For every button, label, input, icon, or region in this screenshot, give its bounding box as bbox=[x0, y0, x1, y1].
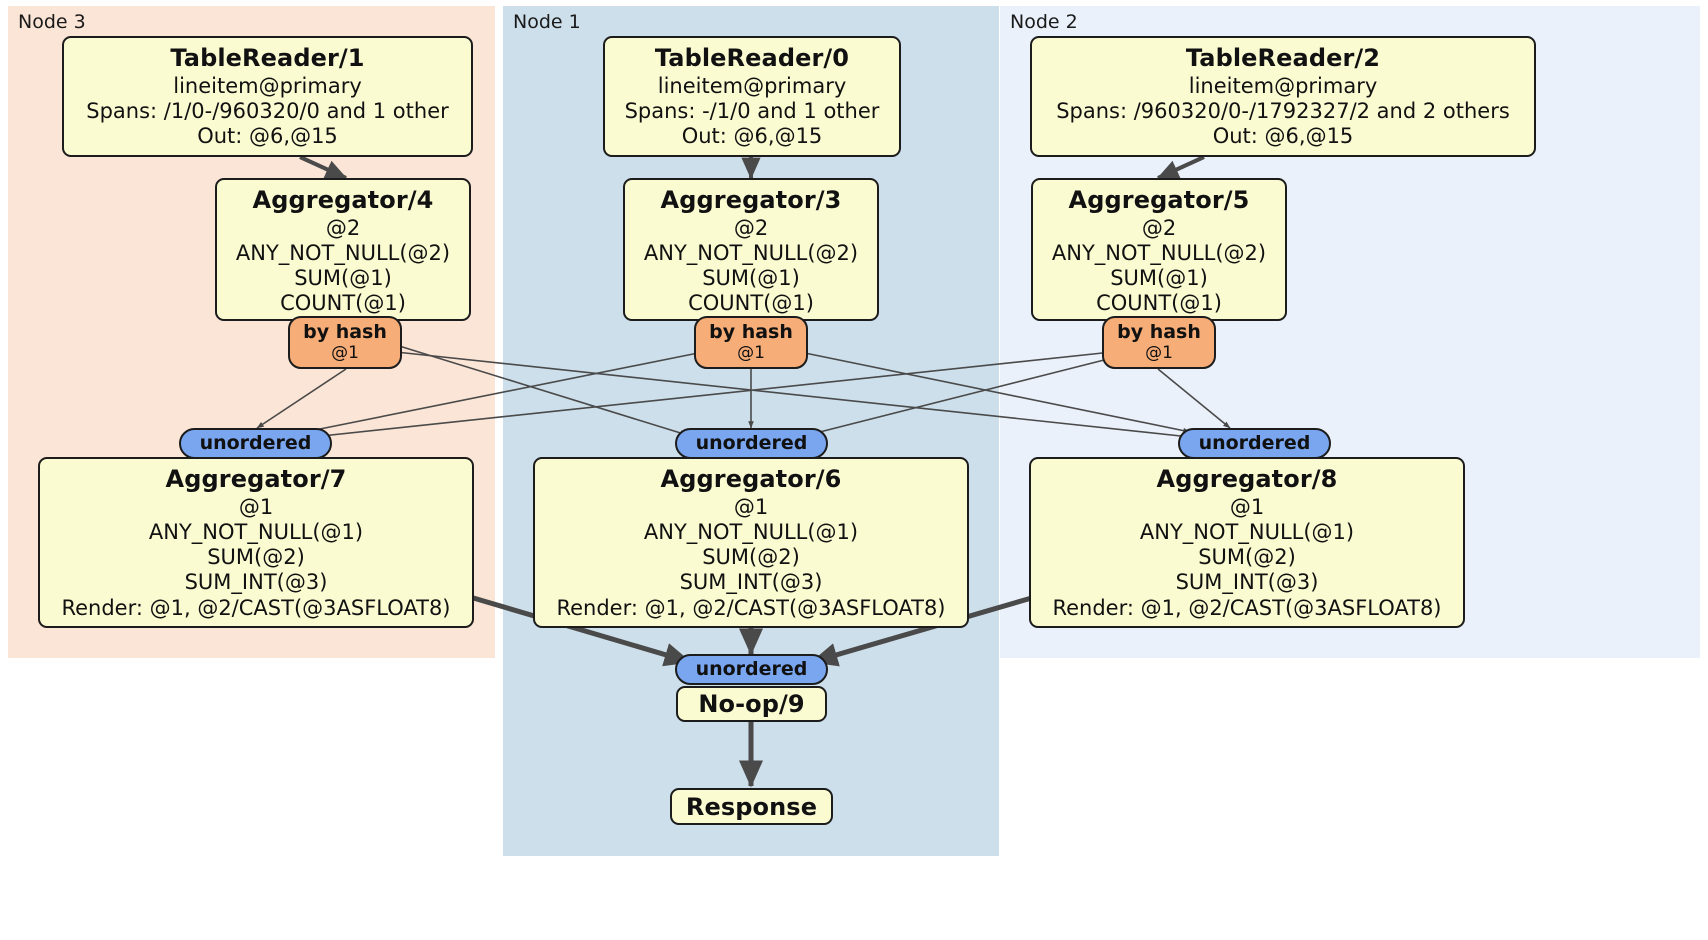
badge-subtitle: @1 bbox=[1145, 342, 1173, 363]
box-line: @2 bbox=[1141, 215, 1177, 240]
box-line: ANY_NOT_NULL(@1) bbox=[148, 519, 364, 544]
box-line: @2 bbox=[733, 215, 769, 240]
box-line: @1 bbox=[733, 494, 769, 519]
box-aggregator-4[interactable]: Aggregator/4 @2 ANY_NOT_NULL(@2) SUM(@1)… bbox=[215, 178, 471, 321]
badge-by-hash-center[interactable]: by hash @1 bbox=[694, 316, 808, 369]
box-table-reader-1[interactable]: TableReader/1 lineitem@primary Spans: /1… bbox=[62, 36, 473, 157]
box-line: Spans: /960320/0-/1792327/2 and 2 others bbox=[1056, 98, 1510, 123]
region-node-1-label: Node 1 bbox=[513, 11, 581, 33]
box-line: @1 bbox=[1229, 494, 1265, 519]
box-line: Render: @1, @2/CAST(@3ASFLOAT8) bbox=[556, 595, 946, 620]
box-line: SUM_INT(@3) bbox=[184, 570, 328, 595]
box-line: Spans: /1/0-/960320/0 and 1 other bbox=[86, 98, 449, 123]
box-title: Aggregator/5 bbox=[1068, 186, 1250, 214]
badge-unordered-right[interactable]: unordered bbox=[1178, 428, 1331, 459]
box-line: COUNT(@1) bbox=[1096, 291, 1222, 316]
box-line: COUNT(@1) bbox=[688, 291, 814, 316]
region-node-2-label: Node 2 bbox=[1010, 11, 1078, 33]
box-table-reader-2[interactable]: TableReader/2 lineitem@primary Spans: /9… bbox=[1030, 36, 1536, 157]
box-line: SUM(@2) bbox=[702, 545, 800, 570]
box-aggregator-7[interactable]: Aggregator/7 @1 ANY_NOT_NULL(@1) SUM(@2)… bbox=[38, 457, 474, 628]
box-title: Aggregator/7 bbox=[165, 465, 347, 493]
box-line: @1 bbox=[238, 494, 274, 519]
box-line: SUM_INT(@3) bbox=[679, 570, 823, 595]
box-aggregator-8[interactable]: Aggregator/8 @1 ANY_NOT_NULL(@1) SUM(@2)… bbox=[1029, 457, 1465, 628]
box-line: SUM(@2) bbox=[207, 545, 305, 570]
box-title: TableReader/0 bbox=[654, 44, 850, 72]
box-line: Render: @1, @2/CAST(@3ASFLOAT8) bbox=[1052, 595, 1442, 620]
badge-title: by hash bbox=[1117, 321, 1201, 344]
box-line: Out: @6,@15 bbox=[197, 124, 338, 149]
box-line: ANY_NOT_NULL(@2) bbox=[1051, 240, 1267, 265]
badge-by-hash-right[interactable]: by hash @1 bbox=[1102, 316, 1216, 369]
badge-by-hash-left[interactable]: by hash @1 bbox=[288, 316, 402, 369]
badge-subtitle: @1 bbox=[331, 342, 359, 363]
badge-title: unordered bbox=[199, 431, 312, 454]
box-line: SUM(@2) bbox=[1198, 545, 1296, 570]
box-line: SUM_INT(@3) bbox=[1175, 570, 1319, 595]
badge-unordered-center[interactable]: unordered bbox=[675, 428, 828, 459]
box-line: Out: @6,@15 bbox=[1212, 124, 1354, 149]
box-line: COUNT(@1) bbox=[280, 291, 406, 316]
badge-title: by hash bbox=[303, 321, 387, 344]
region-node-3-label: Node 3 bbox=[18, 11, 86, 33]
box-line: ANY_NOT_NULL(@2) bbox=[235, 240, 451, 265]
box-line: SUM(@1) bbox=[1110, 266, 1208, 291]
box-line: lineitem@primary bbox=[1188, 73, 1378, 98]
box-line: @2 bbox=[325, 215, 361, 240]
box-title: TableReader/1 bbox=[170, 44, 365, 72]
box-line: ANY_NOT_NULL(@2) bbox=[643, 240, 859, 265]
box-line: ANY_NOT_NULL(@1) bbox=[643, 519, 859, 544]
box-line: SUM(@1) bbox=[702, 266, 800, 291]
box-title: Aggregator/6 bbox=[660, 465, 842, 493]
box-title: Aggregator/8 bbox=[1156, 465, 1338, 493]
box-no-op-9[interactable]: No-op/9 bbox=[676, 686, 827, 722]
box-line: lineitem@primary bbox=[173, 73, 362, 98]
badge-title: unordered bbox=[695, 657, 808, 680]
box-aggregator-6[interactable]: Aggregator/6 @1 ANY_NOT_NULL(@1) SUM(@2)… bbox=[533, 457, 969, 628]
box-line: Render: @1, @2/CAST(@3ASFLOAT8) bbox=[61, 595, 451, 620]
badge-unordered-final[interactable]: unordered bbox=[675, 654, 828, 685]
box-line: ANY_NOT_NULL(@1) bbox=[1139, 519, 1355, 544]
box-line: Spans: -/1/0 and 1 other bbox=[624, 98, 880, 123]
box-line: SUM(@1) bbox=[294, 266, 392, 291]
box-aggregator-5[interactable]: Aggregator/5 @2 ANY_NOT_NULL(@2) SUM(@1)… bbox=[1031, 178, 1287, 321]
badge-title: unordered bbox=[695, 431, 808, 454]
badge-title: by hash bbox=[709, 321, 793, 344]
badge-unordered-left[interactable]: unordered bbox=[179, 428, 332, 459]
box-aggregator-3[interactable]: Aggregator/3 @2 ANY_NOT_NULL(@2) SUM(@1)… bbox=[623, 178, 879, 321]
box-title: Response bbox=[685, 793, 818, 821]
box-line: Out: @6,@15 bbox=[681, 124, 823, 149]
badge-subtitle: @1 bbox=[737, 342, 765, 363]
badge-title: unordered bbox=[1198, 431, 1311, 454]
box-line: lineitem@primary bbox=[657, 73, 847, 98]
box-title: No-op/9 bbox=[698, 690, 805, 718]
box-response[interactable]: Response bbox=[670, 788, 833, 825]
box-title: TableReader/2 bbox=[1185, 44, 1381, 72]
box-title: Aggregator/4 bbox=[252, 186, 434, 214]
box-title: Aggregator/3 bbox=[660, 186, 842, 214]
box-table-reader-0[interactable]: TableReader/0 lineitem@primary Spans: -/… bbox=[603, 36, 901, 157]
